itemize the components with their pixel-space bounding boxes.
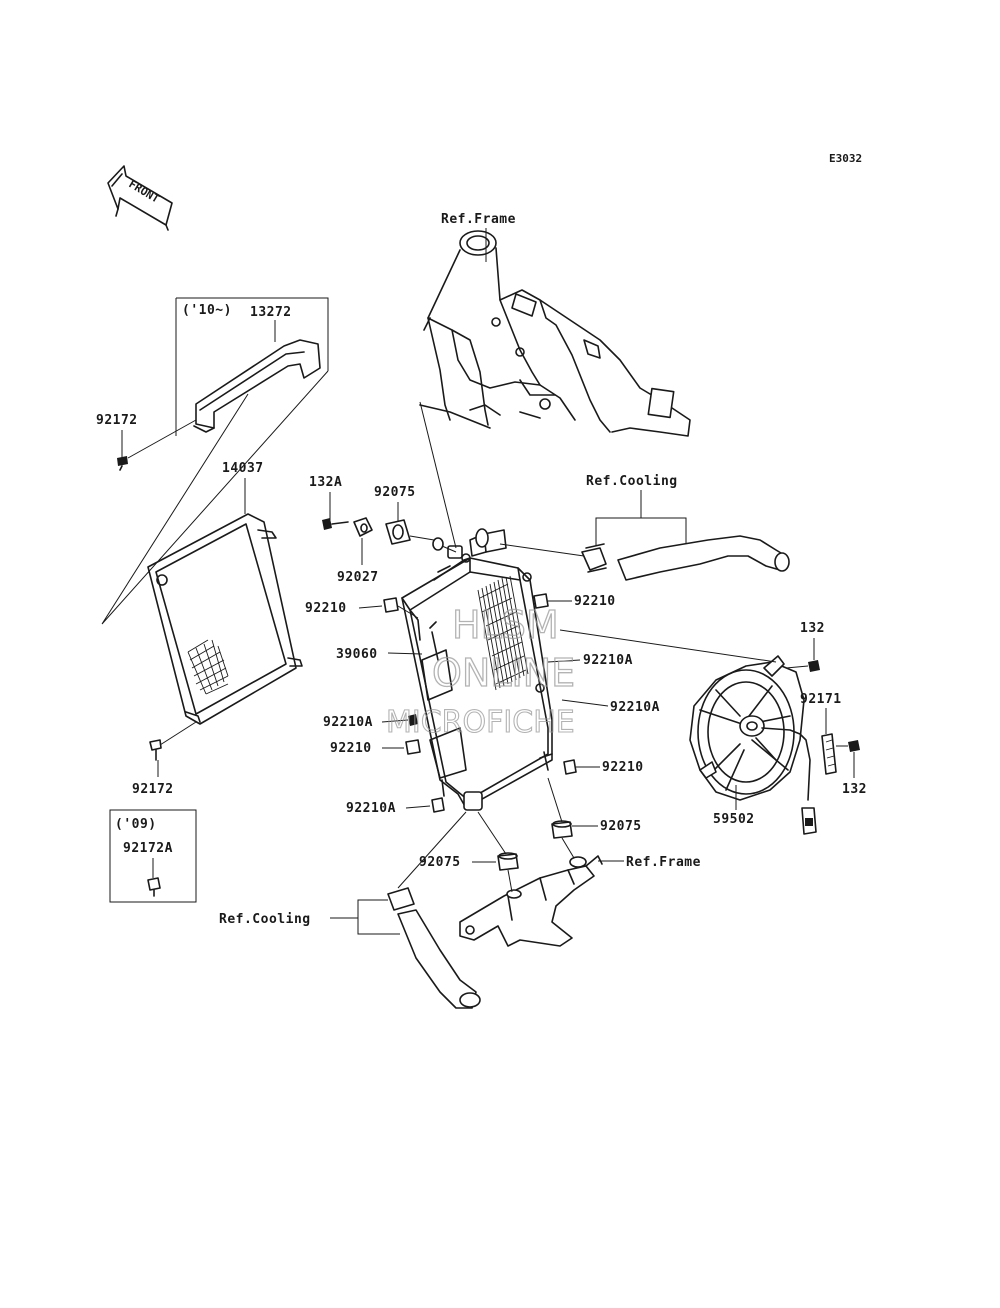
part-92210-left-mid-label: 92210 xyxy=(330,741,372,756)
grommet-92075-bottom-left xyxy=(497,852,519,871)
part-92075-top-label: 92075 xyxy=(374,485,416,500)
radiator-39060 xyxy=(401,528,553,811)
frame-lower-bracket xyxy=(459,855,603,947)
screw-92172-bottom xyxy=(149,739,162,761)
front-arrow-icon: FRONT xyxy=(107,165,173,231)
cooling-hose-upper xyxy=(581,535,790,581)
diagram-code: E3032 xyxy=(829,152,862,165)
year-box-early: ('09) 92172A xyxy=(109,809,197,903)
part-132-bottom-label: 132 xyxy=(842,782,867,797)
cooling-fan-59502 xyxy=(689,655,817,835)
screw-92172-top xyxy=(117,456,128,471)
bolt-132-top xyxy=(808,660,820,672)
clip-92210-left-top xyxy=(383,597,399,613)
ref-cooling-top-label: Ref.Cooling xyxy=(586,474,678,489)
part-92210-right-top-label: 92210 xyxy=(574,594,616,609)
part-92210A-bottom-label: 92210A xyxy=(346,801,396,816)
clip-92210-left-mid xyxy=(405,739,421,755)
frame-reference-drawing xyxy=(419,230,691,437)
radiator-grill-14037 xyxy=(147,513,303,725)
watermark-line3: MICROFICHE xyxy=(386,705,575,740)
clip-92210-right-top xyxy=(533,593,549,609)
grommet-92075-bottom-right xyxy=(551,820,573,839)
part-92171-label: 92171 xyxy=(800,692,842,707)
grommet-92075-top xyxy=(385,519,411,545)
grill-mesh xyxy=(187,639,229,695)
bolt-132A xyxy=(322,518,349,530)
cooling-hose-lower xyxy=(387,887,481,1009)
ref-frame-top-label: Ref.Frame xyxy=(441,212,516,227)
part-92210A-right-top-label: 92210A xyxy=(583,653,633,668)
ref-frame-bottom-label: Ref.Frame xyxy=(626,855,701,870)
part-92210-left-top-label: 92210 xyxy=(305,601,347,616)
bolt-132-bottom xyxy=(848,740,860,752)
part-39060-label: 39060 xyxy=(336,647,378,662)
band-92171 xyxy=(821,733,837,775)
part-92172-bottom-label: 92172 xyxy=(132,782,174,797)
part-92210A-left-label: 92210A xyxy=(323,715,373,730)
year-box-later: ('10~) 13272 xyxy=(101,297,329,625)
watermark-line1: HLSM xyxy=(452,603,559,647)
part-92172-top-label: 92172 xyxy=(96,413,138,428)
part-14037-label: 14037 xyxy=(222,461,264,476)
year-note-early: ('09) xyxy=(115,817,157,832)
watermark: HLSM ONLINE MICROFICHE xyxy=(385,602,575,740)
part-132-top-label: 132 xyxy=(800,621,825,636)
clip-92210A-bottom xyxy=(431,797,445,813)
radiator-guard-13272 xyxy=(193,339,321,433)
part-92172A-label: 92172A xyxy=(123,841,173,856)
watermark-line2: ONLINE xyxy=(432,651,575,695)
part-13272-label: 13272 xyxy=(250,305,292,320)
collar-92027 xyxy=(353,517,373,537)
part-92210A-right-mid-label: 92210A xyxy=(610,700,660,715)
year-note-later: ('10~) xyxy=(182,303,232,318)
clip-92210-right-bottom xyxy=(563,759,577,775)
part-92027-label: 92027 xyxy=(337,570,379,585)
part-92075-bottom-right-label: 92075 xyxy=(600,819,642,834)
part-92210-right-bottom-label: 92210 xyxy=(602,760,644,775)
part-59502-label: 59502 xyxy=(713,812,755,827)
part-132A-label: 132A xyxy=(309,475,342,490)
part-92075-bottom-left-label: 92075 xyxy=(419,855,461,870)
ref-cooling-bottom-label: Ref.Cooling xyxy=(219,912,311,927)
radiator-core-hatch xyxy=(477,575,529,691)
